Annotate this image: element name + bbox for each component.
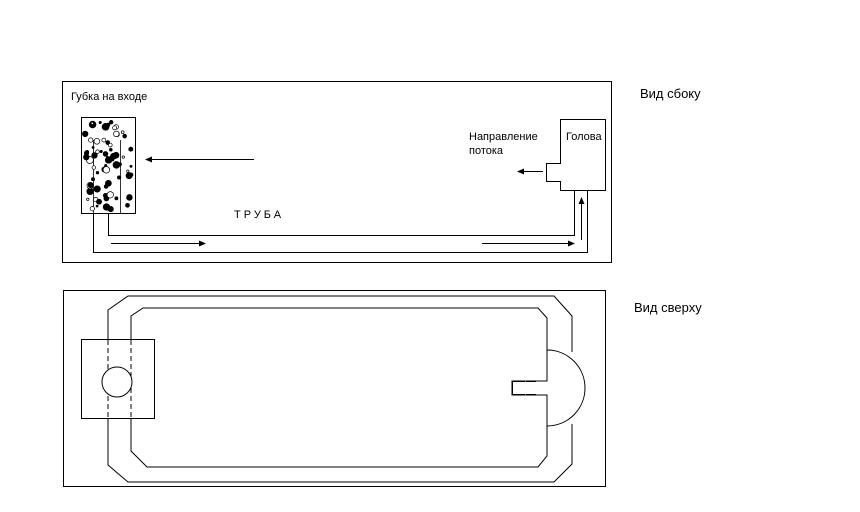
sponge-pore [96, 198, 102, 205]
sponge-pore [82, 130, 89, 138]
sponge-pore [122, 133, 127, 139]
sponge-pore [90, 121, 94, 125]
side-view: Губка на входе ТРУБА [62, 81, 612, 263]
sponge-pore [117, 175, 122, 180]
pipe [93, 190, 588, 253]
top-sponge-inlet [101, 366, 133, 398]
sponge-pore [112, 125, 117, 131]
sponge-pore [101, 122, 110, 131]
side-view-frame [62, 81, 612, 263]
sponge-pore [126, 194, 133, 201]
sponge-pore [104, 156, 113, 164]
sponge-pore [91, 177, 95, 182]
sponge-pore [103, 195, 110, 202]
inflow-arrow [145, 156, 254, 163]
sponge-pore [91, 145, 95, 149]
sponge-pore [95, 204, 99, 208]
sponge-pore [101, 137, 107, 143]
head-label: Голова [566, 131, 602, 143]
sponge-pore [102, 166, 111, 174]
top-view [63, 290, 606, 487]
sponge-pore [113, 130, 120, 138]
sponge-pore [126, 169, 130, 173]
top-pipe-outer [107, 295, 573, 352]
sponge-pore [128, 172, 134, 178]
sponge-label: Губка на входе [71, 91, 147, 103]
sponge-pore [128, 146, 134, 152]
pipe-flow-arrow-right [482, 240, 575, 247]
pipe-flow-arrow-up [578, 197, 585, 240]
top-view-frame [63, 290, 606, 487]
sponge-pore [105, 179, 112, 187]
side-view-title: Вид сбоку [640, 86, 701, 101]
sponge-pore [93, 138, 101, 145]
sponge-pore [114, 196, 119, 201]
top-pipe-outer-bottom [107, 419, 573, 483]
sponge-pore [86, 197, 90, 201]
sponge-pore [112, 151, 120, 159]
top-pump-port [512, 381, 527, 395]
sponge-pore [108, 142, 113, 148]
sponge-pore [88, 137, 94, 143]
sponge-pore [91, 152, 98, 159]
pipe-label: ТРУБА [234, 209, 284, 221]
sponge-pore [121, 155, 125, 159]
sponge-texture [82, 120, 134, 213]
sponge-pore [107, 206, 114, 213]
sponge-pore [109, 120, 114, 125]
sponge-pore [102, 151, 109, 157]
sponge-pore [129, 164, 133, 168]
sponge-pore [91, 165, 96, 170]
sponge-pore [89, 206, 95, 212]
flow-direction-label-line2: потока [469, 145, 504, 157]
outflow-arrow [517, 168, 543, 175]
sponge-pore [120, 130, 125, 135]
sponge-pore [117, 162, 122, 167]
flow-direction-label-line1: Направление [469, 131, 538, 143]
pump-head [546, 119, 606, 191]
sponge-pore [109, 147, 113, 152]
top-view-title: Вид сверху [634, 300, 702, 315]
sponge-pore [95, 171, 100, 175]
top-pipe-inner-bottom [130, 419, 548, 468]
sponge-pore [83, 150, 90, 156]
sponge-pore [98, 120, 102, 125]
top-pipe-inner [130, 307, 548, 350]
sponge-pore [106, 191, 114, 199]
sponge-pore [125, 202, 130, 208]
sponge-pore [95, 149, 100, 154]
sponge-pore [93, 185, 101, 193]
sponge-pore [99, 149, 103, 154]
top-pump-head [511, 349, 586, 427]
sponge-pore [87, 182, 94, 189]
pipe-flow-arrow-left [111, 240, 206, 247]
